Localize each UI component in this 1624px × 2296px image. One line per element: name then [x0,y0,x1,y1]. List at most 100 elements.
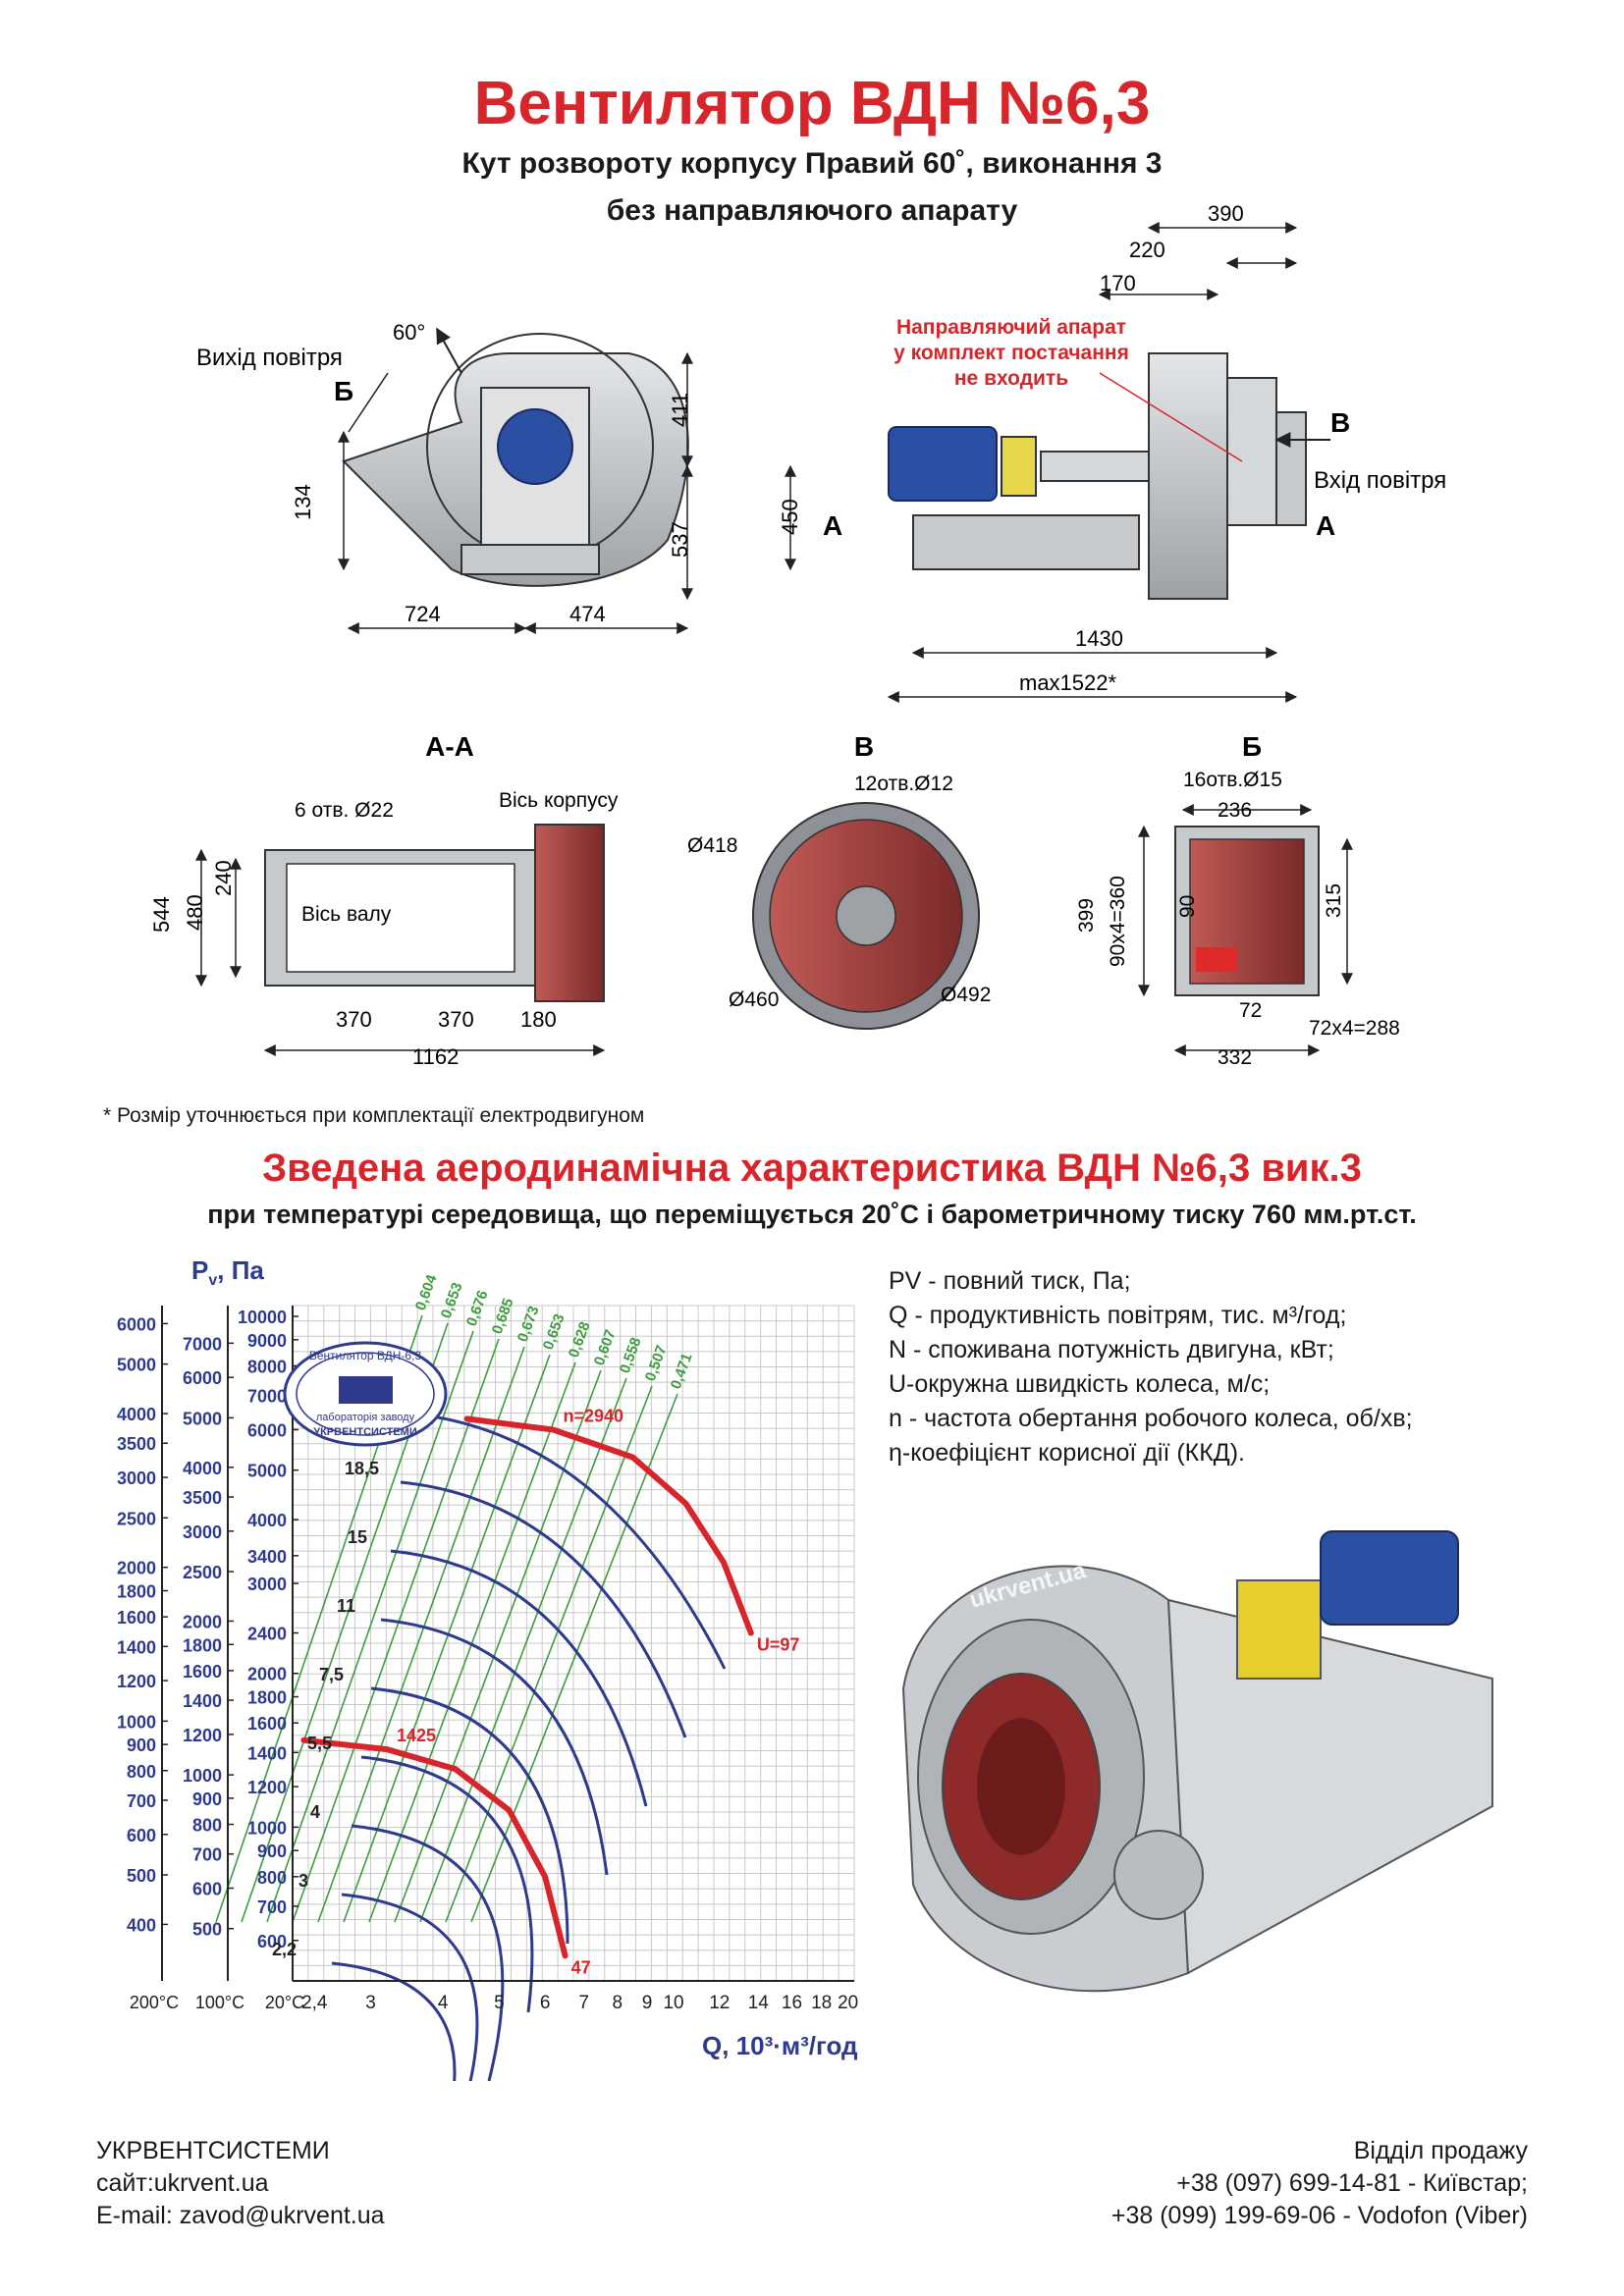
series-point [543,1874,548,1879]
b-d288: 72x4=288 [1309,1017,1400,1040]
power-label: 11 [337,1596,355,1616]
y-tick-label: 500 [127,1866,156,1886]
efficiency-line [445,1385,653,1923]
series-point [748,1630,753,1635]
v-d418: Ø418 [687,834,737,857]
y-tick-label: 1800 [247,1688,287,1708]
y-tick-label: 800 [192,1816,222,1836]
x-tick-label: 18 [811,1993,832,2013]
x-tick-label: 12 [709,1993,730,2013]
footnote: * Розмір уточнюється при комплектації ел… [103,1104,645,1127]
y-tick-label: 600 [127,1826,156,1845]
y-tick-label: 4000 [183,1459,222,1478]
efficiency-label: 0,471 [668,1351,696,1391]
b-d236: 236 [1218,799,1252,822]
section-aa-title: А-А [425,731,474,762]
power-curve [380,1618,609,1876]
stamp-line2: лабораторія заводу [316,1412,415,1423]
fan-3d-render: ukrvent.ua [901,1530,1493,1993]
b-d332: 332 [1218,1046,1252,1069]
y-tick-label: 700 [257,1897,287,1917]
legend-eta: η-коефіцієнт корисної дії (ККД). [889,1439,1245,1467]
series-curve [300,1736,568,1959]
dim-134: 134 [291,484,315,520]
dim-1162: 1162 [412,1044,459,1069]
efficiency-line [394,1369,602,1923]
power-curve [360,1755,534,2013]
aa-holes: 6 отв. Ø22 [295,799,394,822]
series-point [464,1416,469,1421]
efficiency-lines [215,1314,678,1923]
inlet-label: Вхід повітря [1314,467,1446,494]
chart-subtitle: при температурі середовища, що переміщує… [207,1200,1417,1229]
temp-label: 100°C [195,1993,244,2012]
aa-axis-body: Вісь корпусу [499,789,619,812]
company-email[interactable]: E-mail: zavod@ukrvent.ua [96,2202,385,2229]
y-tick-label: 5000 [117,1356,156,1375]
efficiency-label: 0,507 [642,1343,671,1383]
section-v: В 12отв.Ø12 Ø418 Ø460 Ø492 [687,731,991,1030]
series-point [453,1767,458,1772]
y-tick-label: 1600 [183,1662,222,1682]
phone-vodafone[interactable]: +38 (099) 199-69-06 - Vodofon (Viber) [1110,2202,1528,2229]
legend-pv: PV - повний тиск, Па; [889,1267,1131,1295]
y-tick-label: 500 [192,1920,222,1940]
y-tick-label: 3500 [117,1434,156,1454]
y-tick-label: 1400 [117,1637,156,1657]
footer-left: УКРВЕНТСИСТЕМИ сайт:ukrvent.ua E-mail: z… [96,2135,385,2232]
y-tick-label: 3500 [183,1488,222,1508]
dim-724: 724 [405,602,441,626]
y-tick-label: 3000 [183,1522,222,1542]
power-label: 2,2 [272,1940,297,1959]
series-point [385,1747,390,1752]
v-d460: Ø460 [729,988,779,1011]
subtitle-config: без направляючого апарату [606,194,1018,227]
series-curve [463,1415,754,1636]
power-curve [351,1824,505,2081]
dim-480: 480 [183,894,207,931]
dim-370a: 370 [336,1007,372,1032]
y-tick-label: 4000 [247,1511,287,1530]
series-point [563,1953,568,1958]
y-tick-label: 900 [127,1735,156,1755]
y-tick-label: 4000 [117,1405,156,1424]
series-point [683,1501,688,1506]
phone-kyivstar[interactable]: +38 (097) 699-14-81 - Київстар; [1176,2169,1528,2197]
chart-title: Зведена аеродинамічна характеристика ВДН… [262,1147,1362,1190]
company-site[interactable]: сайт:ukrvent.ua [96,2169,269,2197]
y-tick-label: 1000 [247,1818,287,1838]
y-tick-label: 10000 [238,1308,287,1327]
footer-right: Відділ продажу +38 (097) 699-14-81 - Киї… [1111,2135,1528,2232]
y-tick-label: 6000 [183,1368,222,1388]
company-name: УКРВЕНТСИСТЕМИ [96,2137,330,2164]
efficiency-label: 0,676 [463,1288,492,1328]
b-holes: 16отв.Ø15 [1183,769,1282,791]
series-point [551,1427,556,1432]
y-tick-label: 6000 [117,1314,156,1334]
temp-label: 20°C [265,1993,304,2012]
power-curve [370,1686,569,1945]
page-title: Вентилятор ВДН №6,3 [473,70,1151,137]
dim-450: 450 [778,499,802,535]
warning-line3: не входить [954,367,1068,390]
x-tick-label: 4 [438,1993,449,2013]
efficiency-label: 0,607 [591,1327,620,1367]
x-tick-label: 20 [838,1993,858,2013]
efficiency-label: 0,653 [540,1311,568,1352]
stamp-line3: УКРВЕНТСИСТЕМИ [313,1426,417,1438]
series-point [301,1737,306,1742]
y-tick-label: 6000 [247,1420,287,1440]
efficiency-line [419,1377,627,1923]
section-aa: А-А 6 отв. Ø22 Вісь корпусу Вісь валу 54… [149,731,619,1069]
x-tick-label: 9 [642,1993,653,2013]
dim-1430: 1430 [1075,626,1123,651]
x-tick-label: 5 [494,1993,505,2013]
b-d399: 399 [1075,898,1098,933]
outlet-label: Вихід повітря [196,345,343,371]
y-tick-label: 600 [192,1880,222,1899]
y-tick-label: 8000 [247,1357,287,1376]
dim-max1522: max1522* [1019,670,1117,695]
efficiency-line [343,1354,551,1923]
y-tick-label: 800 [257,1868,287,1888]
